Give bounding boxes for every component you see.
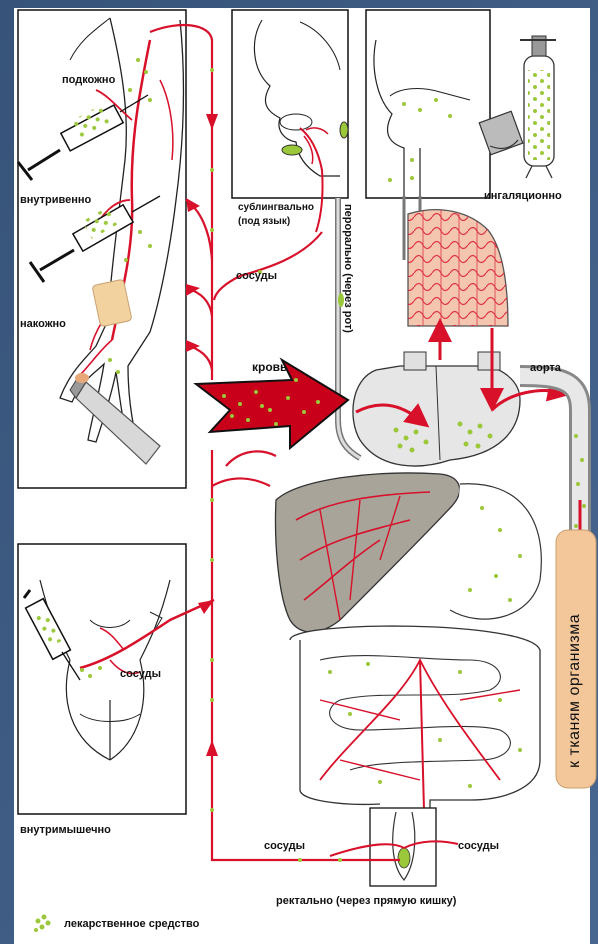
label-blood: кровь <box>252 360 287 374</box>
sublingual-panel <box>232 10 348 232</box>
drug-dots-icon <box>34 915 51 933</box>
liver-illustration <box>276 473 460 632</box>
label-inhalation: ингаляционно <box>484 190 562 202</box>
label-vessels-bottom-right: сосуды <box>458 840 499 852</box>
label-vessels-top: сосуды <box>236 270 277 282</box>
heart-illustration <box>353 328 560 466</box>
label-subcutaneous: подкожно <box>62 74 115 86</box>
lungs-illustration <box>408 210 508 326</box>
label-vessels-buttock: сосуды <box>120 668 161 680</box>
inhalation-panel <box>366 10 556 198</box>
label-intramuscular: внутримышечно <box>20 824 111 836</box>
rectal-panel <box>330 808 458 886</box>
legend-text: лекарственное средство <box>64 918 199 930</box>
label-oral: перорально (через рот) <box>342 204 354 333</box>
intestines-illustration <box>290 626 540 820</box>
label-vessels-bottom-left: сосуды <box>264 840 305 852</box>
label-transdermal: накожно <box>20 318 66 330</box>
label-sublingual-line2: (под язык) <box>238 216 290 227</box>
label-aorta: аорта <box>530 362 561 374</box>
label-sublingual-line1: сублингвально <box>238 202 314 213</box>
buttock-panel <box>18 544 214 814</box>
gas-cylinder-icon <box>490 36 556 178</box>
label-intravenous: внутривенно <box>20 194 91 206</box>
label-rectal: ректально (через прямую кишку) <box>276 895 456 907</box>
label-to-tissues: к тканям организма <box>566 614 584 768</box>
